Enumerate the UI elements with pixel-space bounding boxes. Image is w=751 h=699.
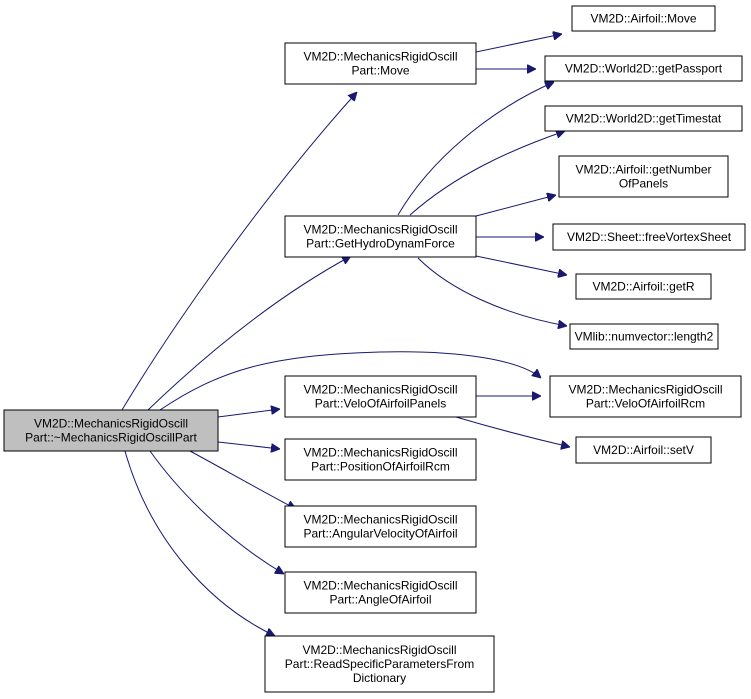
read-params-label-line-1: VM2D::MechanicsRigidOscill	[302, 643, 456, 657]
get-hydro-label-line-2: Part::GetHydroDynamForce	[306, 237, 455, 251]
velo-rcm-label-line-2: Part::VeloOfAirfoilRcm	[586, 397, 705, 411]
node-angular-velocity-of-airfoil[interactable]: VM2D::MechanicsRigidOscillPart::AngularV…	[284, 505, 477, 548]
node-position-of-airfoil-rcm[interactable]: VM2D::MechanicsRigidOscillPart::Position…	[284, 438, 477, 481]
length2-label-line-1: VMlib::numvector::length2	[575, 330, 714, 344]
edge-root-velo-panels	[217, 409, 280, 418]
node-velo-of-airfoil-panels[interactable]: VM2D::MechanicsRigidOscillPart::VeloOfAi…	[284, 375, 477, 418]
node-angle-of-airfoil[interactable]: VM2D::MechanicsRigidOscillPart::AngleOfA…	[284, 571, 477, 614]
edge-hydro-length2	[417, 257, 567, 326]
node-free-vortex-sheet[interactable]: VM2D::Sheet::freeVortexSheet	[552, 223, 746, 251]
node-airfoil-move[interactable]: VM2D::Airfoil::Move	[571, 5, 716, 32]
angle-label-line-2: Part::AngleOfAirfoil	[329, 593, 431, 607]
node-move[interactable]: VM2D::MechanicsRigidOscillPart::Move	[284, 42, 477, 85]
airfoil-move-label-line-1: VM2D::Airfoil::Move	[590, 12, 696, 26]
node-get-r[interactable]: VM2D::Airfoil::getR	[575, 273, 712, 300]
node-set-v[interactable]: VM2D::Airfoil::setV	[575, 436, 712, 464]
edge-root-angular	[189, 450, 296, 509]
root-label-line-1: VM2D::MechanicsRigidOscill	[34, 417, 188, 431]
edges	[121, 34, 570, 636]
node-length2[interactable]: VMlib::numvector::length2	[569, 323, 719, 350]
edge-hydro-number-panels	[475, 195, 556, 217]
edge-hydro-get-r	[475, 255, 567, 275]
nodes: VM2D::MechanicsRigidOscillPart::~Mechani…	[3, 5, 746, 693]
edge-root-position-rcm	[217, 441, 280, 449]
get-hydro-label-line-1: VM2D::MechanicsRigidOscill	[303, 223, 457, 237]
edge-panels-set-v	[455, 416, 570, 447]
free-vortex-sheet-label-line-1: VM2D::Sheet::freeVortexSheet	[567, 230, 732, 244]
get-number-panels-label-line-2: OfPanels	[619, 177, 668, 191]
edge-root-angle	[149, 450, 284, 574]
node-get-passport[interactable]: VM2D::World2D::getPassport	[544, 55, 743, 82]
get-r-label-line-1: VM2D::Airfoil::getR	[592, 280, 694, 294]
velo-panels-label-line-2: Part::VeloOfAirfoilPanels	[315, 397, 446, 411]
edge-move-airfoil-move	[475, 34, 562, 53]
node-get-timestat[interactable]: VM2D::World2D::getTimestat	[544, 105, 743, 132]
move-label-line-2: Part::Move	[351, 64, 409, 78]
get-passport-label-line-1: VM2D::World2D::getPassport	[565, 62, 723, 76]
position-rcm-label-line-2: Part::PositionOfAirfoilRcm	[311, 460, 450, 474]
edge-hydro-passport	[397, 82, 554, 216]
angular-velocity-label-line-2: Part::AngularVelocityOfAirfoil	[303, 527, 457, 541]
node-read-specific-parameters[interactable]: VM2D::MechanicsRigidOscillPart::ReadSpec…	[264, 635, 495, 693]
edge-hydro-timestat	[409, 131, 565, 216]
read-params-label-line-2: Part::ReadSpecificParametersFrom	[285, 657, 474, 671]
angular-velocity-label-line-1: VM2D::MechanicsRigidOscill	[303, 513, 457, 527]
node-get-hydro-dynam-force[interactable]: VM2D::MechanicsRigidOscillPart::GetHydro…	[284, 215, 477, 258]
move-label-line-1: VM2D::MechanicsRigidOscill	[303, 50, 457, 64]
set-v-label-line-1: VM2D::Airfoil::setV	[593, 443, 694, 457]
get-timestat-label-line-1: VM2D::World2D::getTimestat	[566, 112, 722, 126]
root-label-line-2: Part::~MechanicsRigidOscillPart	[25, 431, 197, 445]
velo-rcm-label-line-1: VM2D::MechanicsRigidOscill	[568, 383, 722, 397]
angle-label-line-1: VM2D::MechanicsRigidOscill	[303, 579, 457, 593]
node-root[interactable]: VM2D::MechanicsRigidOscillPart::~Mechani…	[3, 409, 219, 452]
position-rcm-label-line-1: VM2D::MechanicsRigidOscill	[303, 446, 457, 460]
edge-root-move	[121, 92, 357, 411]
edge-root-get-hydro	[147, 256, 351, 411]
velo-panels-label-line-1: VM2D::MechanicsRigidOscill	[303, 383, 457, 397]
edge-root-read-params	[124, 450, 275, 636]
edge-root-velo-rcm	[159, 351, 541, 411]
read-params-label-line-3: Dictionary	[353, 671, 406, 685]
get-number-panels-label-line-1: VM2D::Airfoil::getNumber	[575, 163, 711, 177]
node-velo-of-airfoil-rcm[interactable]: VM2D::MechanicsRigidOscillPart::VeloOfAi…	[549, 375, 742, 418]
